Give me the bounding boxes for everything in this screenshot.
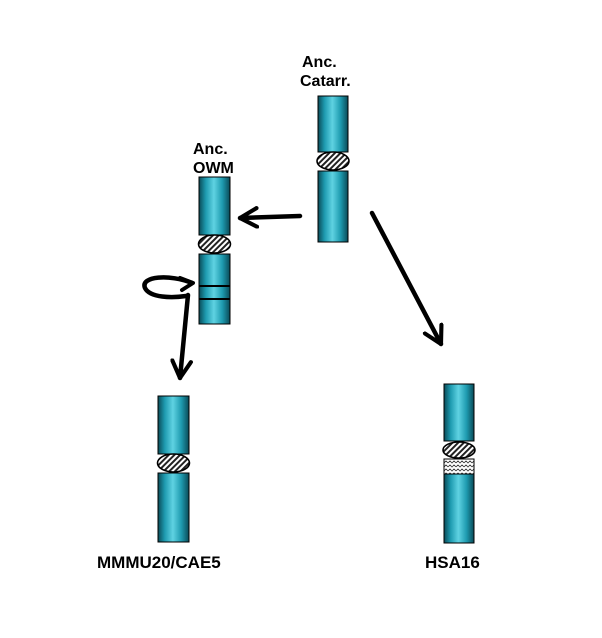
- chromosome-hsa16: [442, 383, 476, 544]
- chromosome-arm-p: [157, 395, 190, 455]
- centromere: [156, 453, 191, 473]
- chromosome-mmmu20-cae5: [156, 395, 191, 543]
- centromere: [316, 151, 350, 171]
- chromosome-arm-q: [443, 473, 475, 544]
- chromosome-arm-p: [198, 176, 231, 236]
- chromosome-anc-owm: [197, 176, 232, 325]
- chromosome-arm-p: [317, 95, 349, 153]
- label-anc-owm-line2: OWM: [193, 160, 234, 177]
- chromosome-arm-q: [198, 253, 231, 325]
- inversion-arrow-icon: [142, 275, 195, 300]
- heterochromatin-block: [443, 458, 475, 475]
- chromosome-arm-q: [317, 170, 349, 243]
- centromere: [442, 441, 476, 459]
- label-anc-catarr-line2: Catarr.: [300, 73, 351, 90]
- chromosome-anc-catarr: [316, 95, 350, 243]
- label-mmmu20-cae5: MMMU20/CAE5: [97, 553, 221, 572]
- arrow-catarr-to-hsa16: [369, 210, 441, 347]
- chromosome-arm-q: [157, 472, 190, 543]
- centromere: [197, 234, 232, 254]
- arrow-owm-to-mmmu: [180, 292, 188, 381]
- label-hsa16: HSA16: [425, 553, 480, 572]
- arrow-catarr-to-owm: [237, 216, 303, 218]
- label-anc-catarr-line1: Anc.: [302, 54, 337, 71]
- chromosome-arm-p: [443, 383, 475, 442]
- label-anc-owm-line1: Anc.: [193, 141, 228, 158]
